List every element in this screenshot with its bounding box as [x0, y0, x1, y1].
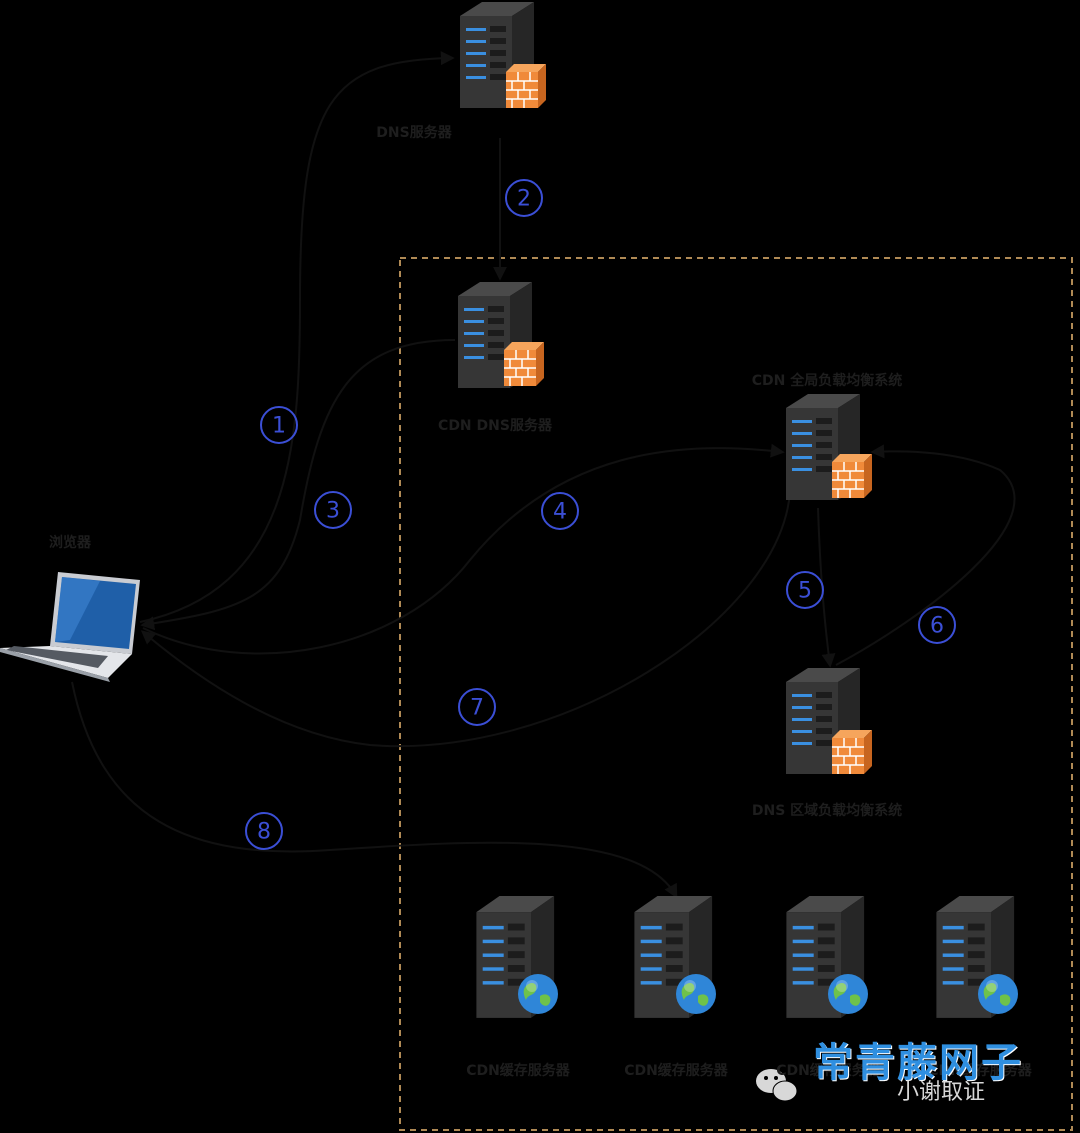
arrow-step-7	[140, 491, 791, 748]
cache-server-label-2: CDN缓存服务器	[624, 1063, 728, 1079]
cache-server-label-4: CDN缓存服务器	[928, 1063, 1032, 1079]
step-number-1: 1	[272, 414, 286, 439]
cache-server-icon	[634, 896, 716, 1018]
client-label: 浏览器	[49, 535, 91, 551]
global-lb-server-icon	[786, 394, 873, 500]
watermark-brand: 常青藤网子	[813, 1040, 1023, 1086]
dns-server-label: DNS服务器	[376, 125, 452, 141]
cdn-dns-server-icon	[458, 282, 545, 388]
wechat-icon	[756, 1069, 798, 1102]
global-lb-label: CDN 全局负载均衡系统	[751, 373, 903, 389]
arrow-step-5	[817, 507, 836, 668]
cache-server-label-3: CDN缓存服务器	[776, 1063, 880, 1079]
step-number-8: 8	[257, 820, 271, 845]
cdn-dns-server-label: CDN DNS服务器	[438, 418, 552, 434]
watermark: 常青藤网子 小谢取证	[805, 1030, 1065, 1110]
step-circle-1	[260, 406, 298, 444]
step-circle-7	[458, 688, 496, 726]
arrow-step-3	[140, 339, 456, 631]
arrow-step-6	[835, 444, 1016, 666]
dns-server-icon	[460, 2, 547, 109]
arrow-step-4	[142, 443, 785, 655]
cache-server-icon	[936, 896, 1018, 1018]
step-circle-6	[918, 606, 956, 644]
arrow-step-1	[139, 51, 455, 623]
step-circle-8	[245, 812, 283, 850]
step-circle-4	[541, 492, 579, 530]
laptop-icon	[0, 572, 140, 682]
arrow-step-8	[71, 681, 678, 899]
step-number-5: 5	[798, 579, 812, 604]
step-circle-5	[786, 571, 824, 609]
cache-server-label-1: CDN缓存服务器	[466, 1063, 570, 1079]
cache-server-icon	[786, 896, 868, 1018]
step-circle-2	[505, 179, 543, 217]
step-number-4: 4	[553, 500, 567, 525]
cdn-boundary	[399, 257, 1073, 1131]
step-number-2: 2	[517, 187, 531, 212]
regional-lb-label: DNS 区域负载均衡系统	[751, 803, 903, 819]
step-number-3: 3	[326, 499, 340, 524]
step-number-6: 6	[930, 614, 944, 639]
regional-lb-server-icon	[786, 668, 873, 775]
step-circle-3	[314, 491, 352, 529]
cache-server-icon	[476, 896, 558, 1018]
step-number-7: 7	[470, 696, 484, 721]
watermark-sub: 小谢取证	[897, 1080, 986, 1105]
